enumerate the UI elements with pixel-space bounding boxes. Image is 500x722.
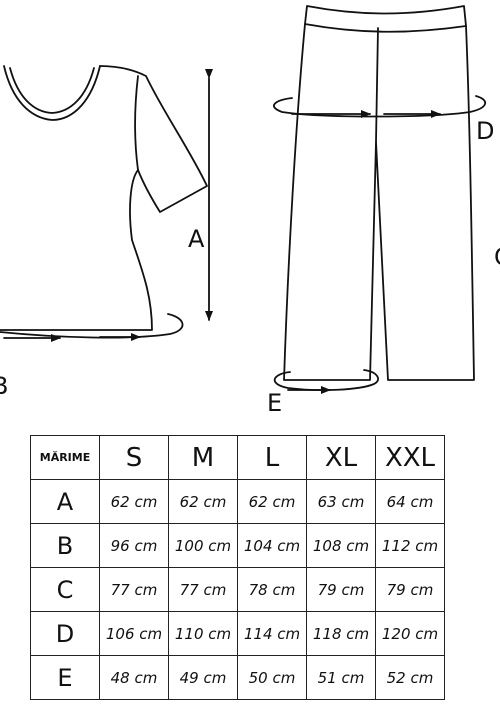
- measure-b-ellipse: [0, 313, 184, 339]
- measurement-cell: 112 cm: [375, 523, 445, 568]
- row-label: A: [30, 479, 100, 524]
- table-row: D 106 cm 110 cm 114 cm 118 cm 120 cm: [30, 611, 445, 656]
- measurement-cell: 79 cm: [375, 567, 445, 612]
- measurement-cell: 114 cm: [237, 611, 307, 656]
- measurement-cell: 108 cm: [306, 523, 376, 568]
- row-label: C: [30, 567, 100, 612]
- size-header: XL: [306, 435, 376, 480]
- tshirt-shoulder-seam: [134, 75, 139, 171]
- measurement-cell: 78 cm: [237, 567, 307, 612]
- pants-center-seam: [375, 27, 379, 143]
- measurement-cell: 120 cm: [375, 611, 445, 656]
- label-e: E: [267, 389, 283, 417]
- tshirt-neckline-inner: [9, 67, 95, 114]
- measurement-cell: 48 cm: [99, 655, 169, 700]
- measurement-cell: 49 cm: [168, 655, 238, 700]
- measurement-cell: 51 cm: [306, 655, 376, 700]
- measurement-cell: 50 cm: [237, 655, 307, 700]
- measurement-cell: 62 cm: [99, 479, 169, 524]
- table-row: C 77 cm 77 cm 78 cm 79 cm 79 cm: [30, 567, 445, 612]
- table-row: B 96 cm 100 cm 104 cm 108 cm 112 cm: [30, 523, 445, 568]
- measurement-cell: 52 cm: [375, 655, 445, 700]
- pants-outline: [283, 23, 475, 381]
- row-label: D: [30, 611, 100, 656]
- label-c: C: [494, 245, 500, 269]
- measure-d-ellipse: [273, 95, 486, 118]
- size-header: XXL: [375, 435, 445, 480]
- tshirt-neckline: [3, 65, 101, 121]
- size-header: S: [99, 435, 169, 480]
- measurement-cell: 77 cm: [168, 567, 238, 612]
- size-diagram: A B C D E: [0, 5, 500, 417]
- measurement-cell: 96 cm: [99, 523, 169, 568]
- measurement-cell: 106 cm: [99, 611, 169, 656]
- measurement-cell: 100 cm: [168, 523, 238, 568]
- size-header-row: MĂRIME S M L XL XXL: [30, 435, 445, 480]
- label-b: B: [0, 372, 9, 400]
- measure-e-ellipse: [273, 369, 379, 391]
- size-header: M: [168, 435, 238, 480]
- measurement-cell: 62 cm: [237, 479, 307, 524]
- row-label: E: [30, 655, 100, 700]
- table-row: A 62 cm 62 cm 62 cm 63 cm 64 cm: [30, 479, 445, 524]
- tshirt-body-outline: [0, 65, 208, 331]
- measurement-cell: 118 cm: [306, 611, 376, 656]
- measurement-cell: 110 cm: [168, 611, 238, 656]
- table-row: E 48 cm 49 cm 50 cm 51 cm 52 cm: [30, 655, 445, 700]
- measurement-cell: 77 cm: [99, 567, 169, 612]
- size-table: MĂRIME S M L XL XXL A 62 cm 62 cm 62 cm …: [30, 435, 445, 700]
- size-header: L: [237, 435, 307, 480]
- pants-waistband: [304, 5, 467, 33]
- label-d: D: [476, 117, 495, 145]
- garment-drawing: [0, 5, 486, 394]
- measurement-cell: 62 cm: [168, 479, 238, 524]
- row-label: B: [30, 523, 100, 568]
- measurement-cell: 79 cm: [306, 567, 376, 612]
- measurement-cell: 64 cm: [375, 479, 445, 524]
- label-a: A: [188, 225, 205, 253]
- measurement-cell: 104 cm: [237, 523, 307, 568]
- size-header-corner: MĂRIME: [30, 435, 100, 480]
- measurement-cell: 63 cm: [306, 479, 376, 524]
